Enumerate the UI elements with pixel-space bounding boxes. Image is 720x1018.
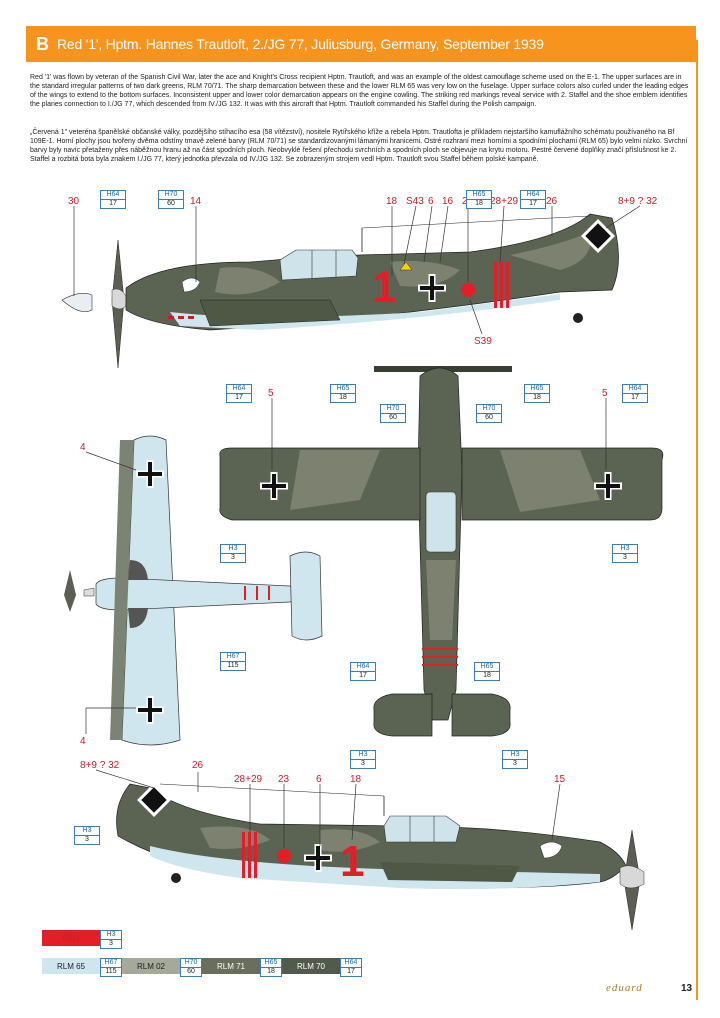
callout-8-9-32-top: 8+9 ? 32 [618, 196, 658, 207]
callout-6-top: 6 [428, 196, 434, 207]
callout-14: 14 [190, 196, 202, 207]
bottom-view [64, 435, 323, 746]
callout-28-29-top: 28+29 [490, 196, 519, 207]
brand-logo: eduard [606, 982, 643, 994]
header-bar: B Red '1', Hptm. Hannes Trautloft, 2./JG… [26, 26, 696, 62]
description-english: Red '1' was flown by veteran of the Span… [30, 74, 689, 108]
callout-labels: 30 14 18 S43 6 16 23 28+29 26 8+9 ? 32 S… [68, 196, 658, 785]
top-view [219, 366, 664, 737]
callout-28-29-bottom: 28+29 [234, 774, 263, 785]
callout-30: 30 [68, 196, 80, 207]
callout-4-bottom: 4 [80, 736, 86, 747]
callout-16: 16 [442, 196, 454, 207]
callout-4-top: 4 [80, 442, 86, 453]
page-number: 13 [681, 983, 693, 994]
svg-text:1: 1 [372, 263, 396, 312]
callout-15: 15 [554, 774, 566, 785]
callout-26-bottom: 26 [192, 760, 204, 771]
svg-text:1: 1 [340, 837, 364, 886]
callout-18-top: 18 [386, 196, 398, 207]
callout-23-bottom: 23 [278, 774, 290, 785]
page-title: Red '1', Hptm. Hannes Trautloft, 2./JG 7… [57, 36, 544, 52]
description-czech: „Červená 1" veteréna španělské občanské … [30, 129, 688, 163]
side-profile-left: 1 [61, 213, 619, 369]
callout-s39: S39 [474, 336, 492, 347]
callout-5-left: 5 [268, 388, 274, 399]
callout-26-top: 26 [546, 196, 558, 207]
leader-lines [73, 205, 641, 848]
page-border [696, 40, 698, 1000]
scheme-letter: B [36, 33, 49, 54]
callout-18-bottom: 18 [350, 774, 362, 785]
side-profile-right: 1 [116, 783, 645, 931]
callout-6-bottom: 6 [316, 774, 322, 785]
spinner-detail [61, 293, 93, 312]
callout-5-right: 5 [602, 388, 608, 399]
callout-s43: S43 [406, 196, 424, 207]
callout-8-9-32-bottom: 8+9 ? 32 [80, 760, 120, 771]
